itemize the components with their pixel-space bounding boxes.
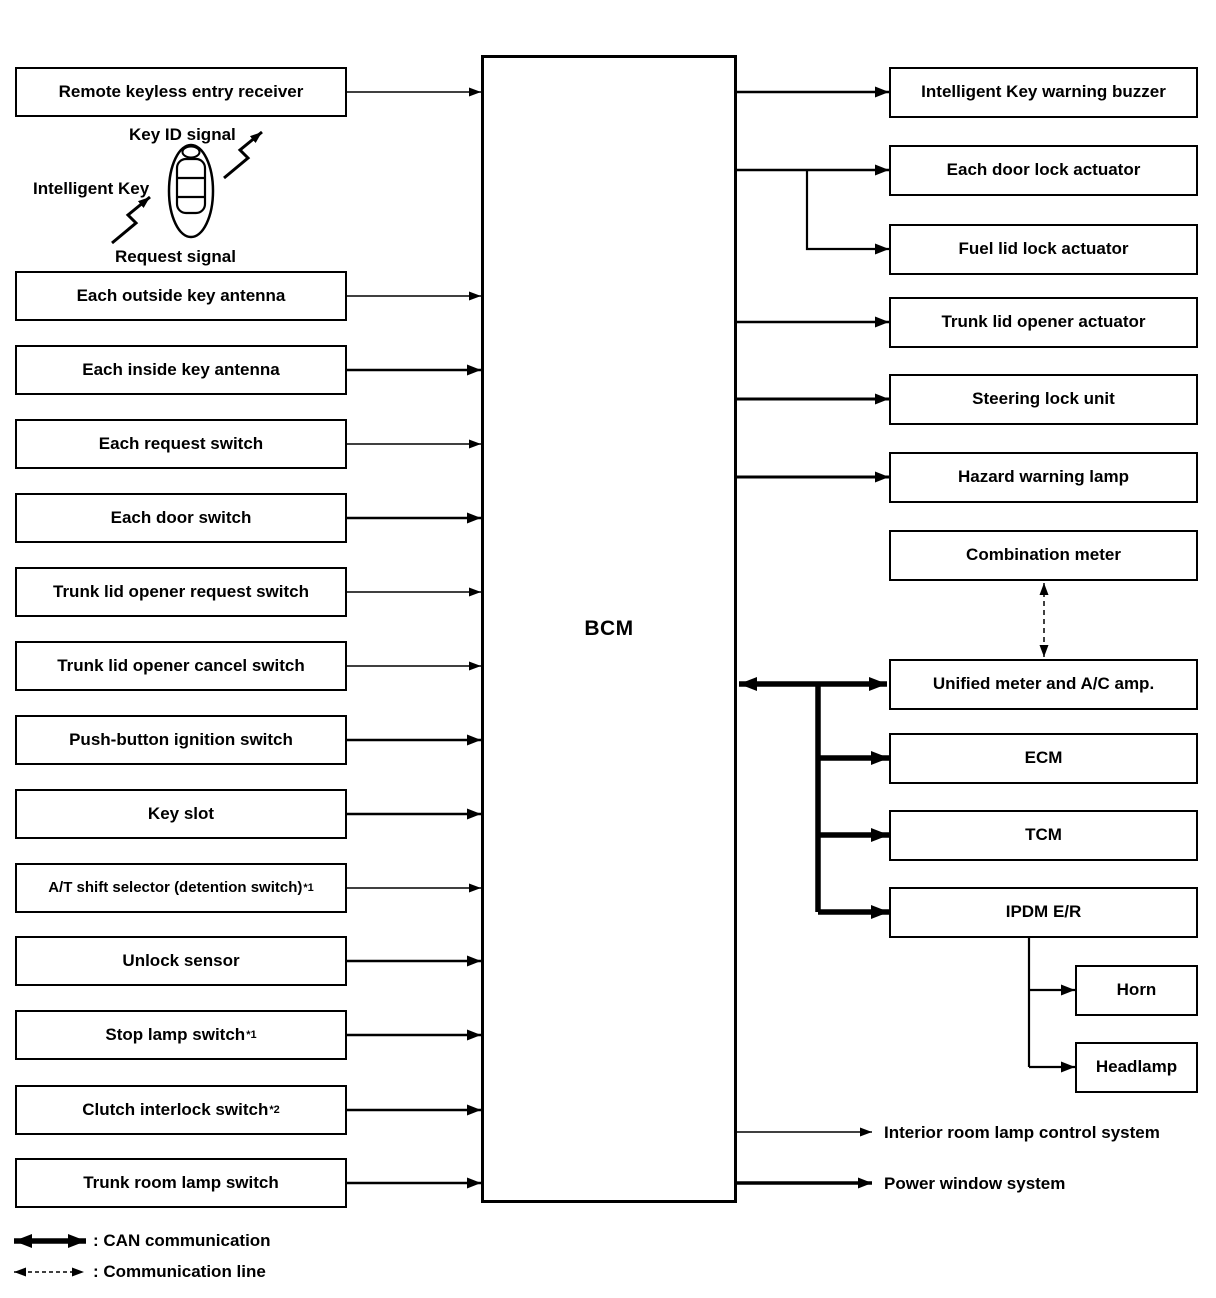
right-box-intelligent-key-warning-buzzer: Intelligent Key warning buzzer <box>889 67 1198 118</box>
box-label: A/T shift selector (detention switch) <box>48 878 303 896</box>
box-label: Headlamp <box>1095 1057 1178 1077</box>
sub-box-headlamp: Headlamp <box>1075 1042 1198 1093</box>
box-label: Fuel lid lock actuator <box>958 239 1129 259</box>
intelligent-key-fob-icon <box>167 143 215 239</box>
right-box-tcm: TCM <box>889 810 1198 861</box>
key-id-signal-zigzag-arrow <box>223 130 263 180</box>
left-box-each-door-switch: Each door switch <box>15 493 347 543</box>
bcm-box: BCM <box>481 55 737 1203</box>
box-label: ECM <box>1024 748 1063 768</box>
box-label: TCM <box>1025 825 1062 845</box>
request-signal-label: Request signal <box>115 247 236 266</box>
intelligent-key-label: Intelligent Key <box>33 179 150 198</box>
box-label: Stop lamp switch <box>105 1024 246 1044</box>
box-label: Hazard warning lamp <box>958 467 1129 487</box>
legend-communication-label: : Communication line <box>93 1262 266 1281</box>
right-box-unified-meter-and-a-c-amp: Unified meter and A/C amp. <box>889 659 1198 710</box>
box-label: Intelligent Key warning buzzer <box>921 82 1166 102</box>
left-box-push-button-ignition-switch: Push-button ignition switch <box>15 715 347 765</box>
output-text-power-window: Power window system <box>884 1174 1066 1193</box>
left-box-clutch-interlock-switch: Clutch interlock switch*2 <box>15 1085 347 1135</box>
left-box-trunk-room-lamp-switch: Trunk room lamp switch <box>15 1158 347 1208</box>
left-box-each-outside-key-antenna: Each outside key antenna <box>15 271 347 321</box>
box-label: Steering lock unit <box>972 389 1115 409</box>
right-box-combination-meter: Combination meter <box>889 530 1198 581</box>
box-label: Trunk room lamp switch <box>83 1172 279 1192</box>
right-box-steering-lock-unit: Steering lock unit <box>889 374 1198 425</box>
right-box-trunk-lid-opener-actuator: Trunk lid opener actuator <box>889 297 1198 348</box>
box-label: Horn <box>1116 980 1157 1000</box>
box-label: Push-button ignition switch <box>69 729 293 749</box>
box-label: Each inside key antenna <box>82 359 280 379</box>
box-label: Trunk lid opener request switch <box>53 581 309 601</box>
sub-box-horn: Horn <box>1075 965 1198 1016</box>
left-box-each-inside-key-antenna: Each inside key antenna <box>15 345 347 395</box>
box-label: Clutch interlock switch <box>82 1099 269 1119</box>
box-label: Trunk lid opener cancel switch <box>57 655 305 675</box>
box-label: Unified meter and A/C amp. <box>932 674 1155 694</box>
box-label: Each request switch <box>98 433 264 453</box>
box-label: Unlock sensor <box>122 950 240 970</box>
left-box-stop-lamp-switch: Stop lamp switch*1 <box>15 1010 347 1060</box>
left-box-a-t-shift-selector-detention-switch: A/T shift selector (detention switch)*1 <box>15 863 347 913</box>
connector-wires <box>14 86 1075 1277</box>
left-box-each-request-switch: Each request switch <box>15 419 347 469</box>
right-box-ipdm-e-r: IPDM E/R <box>889 887 1198 938</box>
box-label: IPDM E/R <box>1005 902 1082 922</box>
box-label: Combination meter <box>966 545 1121 565</box>
legend-can-label: : CAN communication <box>93 1231 271 1250</box>
box-label: Key slot <box>147 803 215 823</box>
request-signal-zigzag-arrow <box>111 195 151 245</box>
left-box-key-slot: Key slot <box>15 789 347 839</box>
output-text-interior-room-lamp: Interior room lamp control system <box>884 1123 1160 1142</box>
right-box-hazard-warning-lamp: Hazard warning lamp <box>889 452 1198 503</box>
left-box-unlock-sensor: Unlock sensor <box>15 936 347 986</box>
left-box-remote-keyless-entry-receiver: Remote keyless entry receiver <box>15 67 347 117</box>
left-box-trunk-lid-opener-request-switch: Trunk lid opener request switch <box>15 567 347 617</box>
box-label: Each door switch <box>110 507 252 527</box>
right-box-fuel-lid-lock-actuator: Fuel lid lock actuator <box>889 224 1198 275</box>
box-label: Each door lock actuator <box>946 160 1141 180</box>
box-label: Remote keyless entry receiver <box>58 81 304 101</box>
left-box-trunk-lid-opener-cancel-switch: Trunk lid opener cancel switch <box>15 641 347 691</box>
right-box-each-door-lock-actuator: Each door lock actuator <box>889 145 1198 196</box>
box-label: Each outside key antenna <box>76 285 286 305</box>
key-id-signal-label: Key ID signal <box>129 125 236 144</box>
wire-branch-fuel-lid-lock-actuator <box>805 170 889 255</box>
bcm-label: BCM <box>584 617 634 641</box>
box-label: Trunk lid opener actuator <box>941 312 1146 332</box>
right-box-ecm: ECM <box>889 733 1198 784</box>
